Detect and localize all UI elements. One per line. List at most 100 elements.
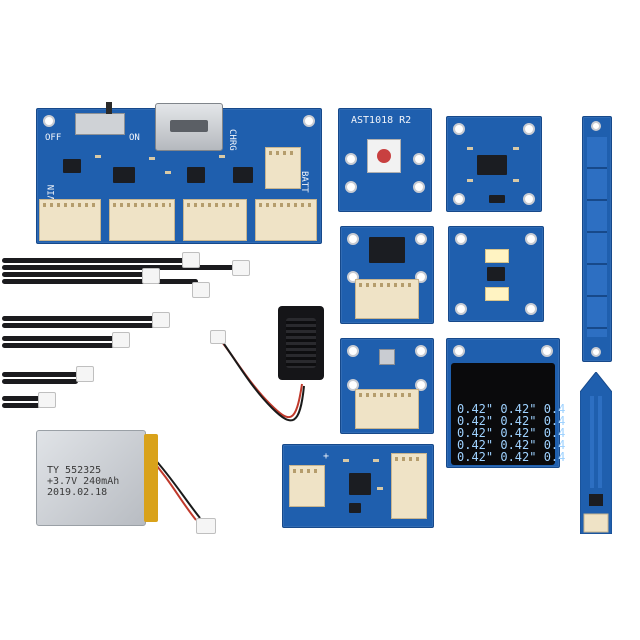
mounting-hole xyxy=(347,379,359,391)
ic-chip xyxy=(63,159,81,173)
touch-strip-module xyxy=(582,116,612,362)
cable-plug xyxy=(76,366,94,382)
touch-pads xyxy=(587,137,607,337)
ic-chip xyxy=(187,167,205,183)
pressure-sensor-module xyxy=(340,338,434,434)
slide-switch xyxy=(75,102,125,135)
smd-part xyxy=(219,155,225,158)
mounting-hole xyxy=(413,181,425,193)
buzzer-chip xyxy=(369,237,405,263)
micro-usb-port xyxy=(155,103,223,151)
cable-plug xyxy=(152,312,170,328)
mounting-hole xyxy=(523,123,535,135)
mounting-hole xyxy=(347,233,359,245)
white-led xyxy=(485,249,509,263)
ic-chip xyxy=(233,167,253,183)
cable-plug xyxy=(38,392,56,408)
kapton-tab xyxy=(144,434,158,522)
smd-part xyxy=(373,459,379,462)
smd-part xyxy=(377,487,383,490)
mounting-hole xyxy=(525,233,537,245)
probe-shape xyxy=(579,371,613,535)
sensor-module-top xyxy=(446,116,542,212)
lipo-battery: TY 552325 +3.7V 240mAh 2019.02.18 xyxy=(36,430,158,526)
cable-plug xyxy=(232,260,250,276)
speaker-module xyxy=(278,306,324,380)
ic-chip xyxy=(487,267,505,281)
mounting-hole xyxy=(525,303,537,315)
rgb-led-module: AST1018 R2 xyxy=(338,108,432,212)
ic-chip xyxy=(349,503,361,513)
label-chrg: CHRG xyxy=(227,129,237,151)
mounting-hole xyxy=(453,123,465,135)
mounting-hole xyxy=(303,115,315,127)
mounting-hole xyxy=(541,345,553,357)
oled-row: 0.42" 0.42" 0.4 xyxy=(457,450,566,464)
battery-plug xyxy=(196,518,216,534)
smd-part xyxy=(149,157,155,160)
sensor-chip xyxy=(379,349,395,365)
oled-row: 0.42" 0.42" 0.4 xyxy=(457,402,566,416)
oled-row: 0.42" 0.42" 0.4 xyxy=(457,438,566,452)
oled-row: 0.42" 0.42" 0.4 xyxy=(457,426,566,440)
label-on: ON xyxy=(129,133,140,143)
plus-mark: + xyxy=(323,451,330,462)
mounting-hole xyxy=(523,193,535,205)
grove-connector xyxy=(39,199,101,241)
smd-part xyxy=(513,179,519,182)
grove-connector xyxy=(355,279,419,319)
smd-part xyxy=(95,155,101,158)
label-off: OFF xyxy=(45,133,62,143)
mounting-hole xyxy=(345,153,357,165)
grove-connector xyxy=(255,199,317,241)
module-label: AST1018 R2 xyxy=(351,115,412,126)
mounting-hole xyxy=(415,345,427,357)
cable-plug xyxy=(112,332,130,348)
ic-chip xyxy=(113,167,135,183)
ic-chip xyxy=(349,473,371,495)
smd-part xyxy=(467,179,473,182)
oled-row: 0.42" 0.42" 0.4 xyxy=(457,414,566,428)
oled-display-module: 0.42" 0.42" 0.4 0.42" 0.42" 0.4 0.42" 0.… xyxy=(446,338,565,468)
mounting-hole xyxy=(347,345,359,357)
battery-date: 2019.02.18 xyxy=(47,487,108,498)
buzzer-module xyxy=(340,226,434,324)
cable-plug xyxy=(182,252,200,268)
mounting-hole xyxy=(345,181,357,193)
grove-connector xyxy=(391,453,427,519)
speaker-plug xyxy=(210,330,226,344)
mounting-hole xyxy=(413,153,425,165)
grove-connector xyxy=(289,465,325,507)
smd-part xyxy=(343,459,349,462)
rgb-led xyxy=(367,139,401,173)
grove-connector xyxy=(355,389,419,429)
smd-part xyxy=(513,147,519,150)
grove-connector xyxy=(109,199,175,241)
mounting-hole xyxy=(415,379,427,391)
cable-plug xyxy=(192,282,210,298)
soil-moisture-probe xyxy=(579,371,613,535)
main-power-board: OFF ON CHRG VIN BATT xyxy=(36,102,322,244)
mounting-hole xyxy=(591,121,601,131)
mounting-hole xyxy=(455,303,467,315)
battery-spec: +3.7V 240mAh xyxy=(47,476,120,487)
batt-connector xyxy=(265,147,301,189)
ic-chip xyxy=(477,155,507,175)
ic-chip xyxy=(489,195,505,203)
mounting-hole xyxy=(591,347,601,357)
cable-plug xyxy=(142,268,160,284)
smd-part xyxy=(165,171,171,174)
mounting-hole xyxy=(43,115,55,127)
smd-part xyxy=(467,147,473,150)
grove-connector xyxy=(183,199,247,241)
driver-module: + xyxy=(282,444,434,528)
dual-led-module xyxy=(448,226,544,322)
oled-screen: 0.42" 0.42" 0.4 0.42" 0.42" 0.4 0.42" 0.… xyxy=(451,363,565,465)
battery-model: TY 552325 xyxy=(47,465,102,476)
white-led xyxy=(485,287,509,301)
mounting-hole xyxy=(453,345,465,357)
mounting-hole xyxy=(415,233,427,245)
mounting-hole xyxy=(453,193,465,205)
mounting-hole xyxy=(455,233,467,245)
